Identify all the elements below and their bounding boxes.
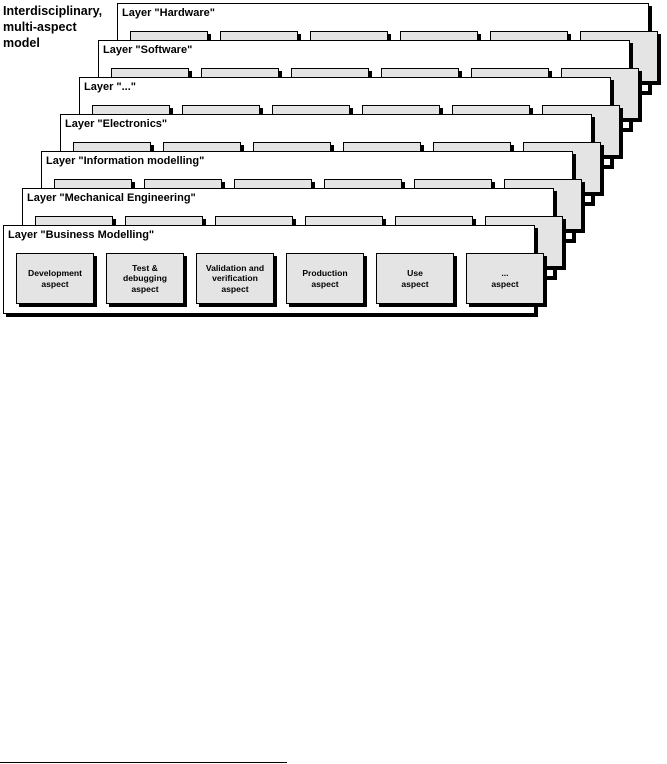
aspect-label-line: aspect (221, 283, 249, 294)
layer-label: Layer "Mechanical Engineering" (27, 192, 196, 204)
aspect-label-line: aspect (41, 278, 69, 289)
title-line: model (3, 36, 40, 50)
title-line: Interdisciplinary, (3, 4, 103, 18)
layer-label: Layer "..." (84, 81, 137, 93)
aspect-label-line: aspect (491, 278, 519, 289)
aspect-box: ...aspect (466, 253, 544, 304)
title-line: multi-aspect (3, 20, 77, 34)
footnote-rule (0, 762, 287, 763)
aspect-label-line: aspect (401, 278, 429, 289)
aspect-label-line: aspect (311, 278, 339, 289)
aspect-label-line: aspect (131, 283, 159, 294)
aspect-label-line: debugging (123, 273, 167, 284)
diagram-title: Interdisciplinary, multi-aspect model (3, 3, 113, 51)
layer-label: Layer "Software" (103, 44, 193, 56)
aspect-label-line: verification (212, 273, 258, 284)
aspect-label-line: Development (28, 268, 82, 278)
aspect-label-line: Validation and (205, 262, 265, 273)
aspect-label-line: Use (407, 268, 423, 278)
layer-label: Layer "Business Modelling" (8, 229, 155, 241)
layer-label: Layer "Hardware" (122, 7, 215, 19)
aspect-label-line: ... (501, 268, 509, 278)
aspect-label-line: Test & (132, 262, 158, 273)
layer-label: Layer "Information modelling" (46, 155, 205, 167)
layer-label: Layer "Electronics" (65, 118, 168, 130)
aspect-label-line: Production (302, 268, 348, 278)
